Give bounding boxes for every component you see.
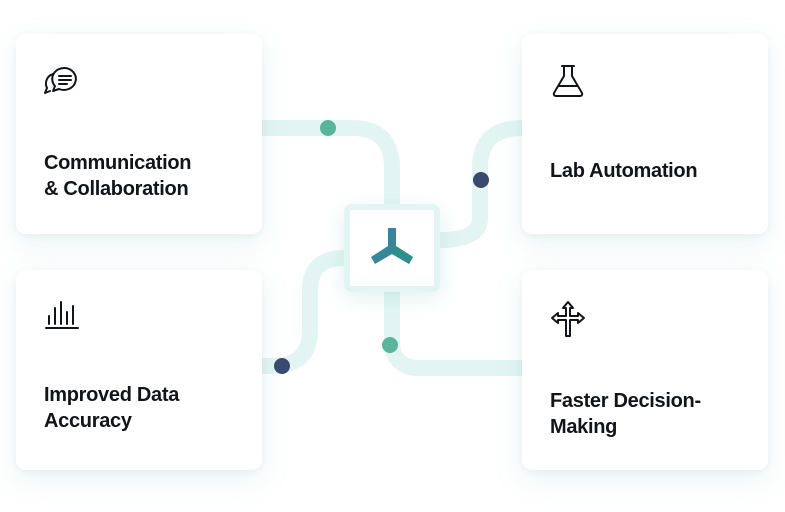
card-label-communication: Communication & Collaboration <box>44 152 192 200</box>
card-communication: Communication & Collaboration <box>16 34 262 234</box>
connector-top-left <box>262 120 400 206</box>
card-lab-automation: Lab Automation <box>522 34 768 234</box>
central-hub <box>344 204 440 292</box>
node-dot-left <box>274 358 290 374</box>
branching-arrows-icon <box>550 300 586 343</box>
flask-icon <box>550 62 586 103</box>
node-dot-right <box>473 172 489 188</box>
node-dot-top <box>320 120 336 136</box>
node-dot-bottom <box>382 337 398 353</box>
card-label-data-accuracy: Improved Data Accuracy <box>44 384 180 432</box>
card-label-decision-making: Faster Decision- Making <box>550 390 701 438</box>
chat-bubbles-icon <box>44 64 80 103</box>
card-data-accuracy: Improved Data Accuracy <box>16 270 262 470</box>
bar-chart-icon <box>44 300 80 335</box>
card-decision-making: Faster Decision- Making <box>522 270 768 470</box>
card-label-lab-automation: Lab Automation <box>550 160 698 182</box>
connector-bottom-right <box>384 292 522 376</box>
connector-bottom-left <box>262 250 345 374</box>
three-branch-logo-icon <box>371 228 413 264</box>
connector-top-right <box>439 120 523 248</box>
